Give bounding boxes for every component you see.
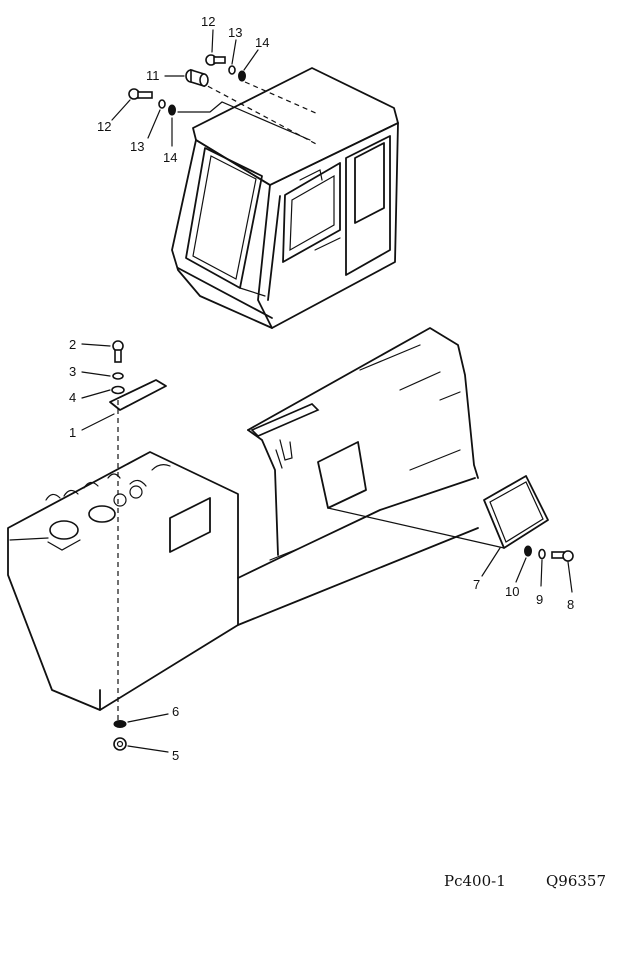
callout-11: 11	[146, 68, 160, 83]
bracket-1	[109, 379, 167, 411]
bolt-8	[551, 550, 574, 562]
washer-13-lower	[158, 99, 166, 109]
washer-6	[113, 720, 127, 728]
washer-3	[112, 372, 124, 380]
callout-2: 2	[69, 337, 76, 352]
washer-4	[111, 385, 125, 395]
drawing-number: Q96357	[546, 872, 606, 890]
callout-8: 8	[567, 597, 574, 612]
model-code: Pc400-1	[444, 872, 506, 890]
bolt-12-upper	[205, 54, 226, 66]
washer-9	[538, 548, 546, 560]
callout-5: 5	[172, 748, 179, 763]
callout-leaders	[81, 29, 573, 753]
washer-13-upper	[228, 65, 236, 75]
callout-13-upper: 13	[228, 25, 242, 40]
callout-14-upper: 14	[255, 35, 269, 50]
washer-14-upper	[238, 70, 246, 82]
cover-plate-7	[483, 475, 549, 549]
leader-cover	[327, 507, 505, 549]
callout-13-lower: 13	[130, 139, 144, 154]
callout-7: 7	[473, 577, 480, 592]
revolving-frame-body	[7, 327, 479, 711]
callout-1: 1	[69, 425, 76, 440]
callout-10: 10	[505, 584, 519, 599]
leader-bolt-left	[177, 101, 311, 141]
washer-14-lower	[168, 104, 176, 116]
callout-4: 4	[69, 390, 76, 405]
callout-12-lower: 12	[97, 119, 111, 134]
callout-6: 6	[172, 704, 179, 719]
callout-3: 3	[69, 364, 76, 379]
callout-9: 9	[536, 592, 543, 607]
callout-14-lower: 14	[163, 150, 177, 165]
washer-10	[524, 545, 532, 557]
bolt-12-lower	[128, 88, 153, 100]
bolt-2	[112, 340, 124, 363]
nut-5	[113, 737, 127, 751]
bushing-11	[185, 68, 209, 88]
leader-bolt-upper	[244, 81, 319, 115]
operator-cab	[171, 67, 399, 329]
callout-12-upper: 12	[201, 14, 215, 29]
